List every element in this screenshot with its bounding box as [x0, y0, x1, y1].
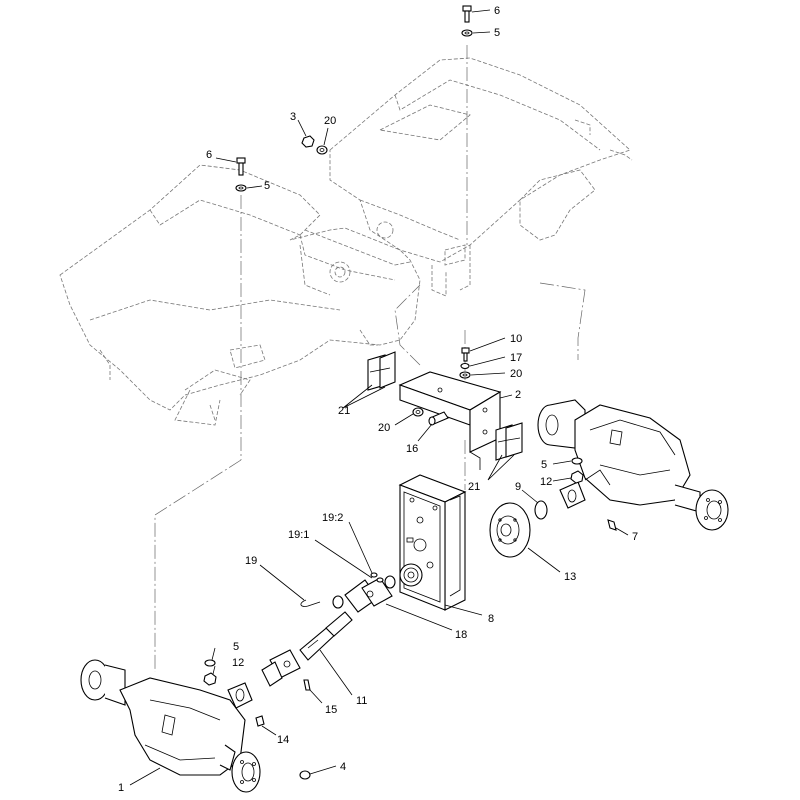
centerlines: [154, 45, 586, 672]
callout-12-right: 12: [540, 476, 552, 488]
bearing-caps-19-1-19-2: [370, 572, 384, 583]
washer-20-mid: [412, 407, 424, 417]
callout-20-mid: 20: [378, 422, 390, 434]
washer-5-bottom: [204, 659, 216, 667]
washer-5-top: [461, 29, 473, 37]
bolt-10: [461, 347, 470, 362]
leader-lines: [129, 9, 629, 786]
nut-3: [301, 135, 315, 148]
gearbox-8: [398, 474, 467, 611]
pin-7: [607, 519, 617, 531]
callout-19-2: 19:2: [322, 512, 343, 524]
callout-6-top: 6: [494, 5, 500, 17]
ring-9: [534, 500, 548, 520]
ghost-frame-front: [59, 164, 421, 426]
drive-shaft-11: [299, 611, 353, 661]
washer-5-left: [235, 184, 247, 192]
ghost-frame-rear: [329, 57, 633, 297]
bolt-15: [303, 679, 311, 691]
u-joint-front: [261, 649, 301, 687]
callout-7: 7: [632, 531, 638, 543]
callout-6-left: 6: [206, 149, 212, 161]
retaining-clip-19: [300, 599, 321, 607]
spacer-plate-21-right: [495, 422, 523, 461]
washer-5-right: [571, 457, 583, 465]
callout-19-1: 19:1: [288, 529, 309, 541]
callout-10: 10: [510, 333, 522, 345]
callout-1: 1: [118, 782, 124, 794]
u-joint-18: [332, 575, 396, 613]
washer-20-right: [459, 371, 471, 379]
callout-13: 13: [564, 571, 576, 583]
callout-5-left: 5: [264, 180, 270, 192]
plug-4: [299, 770, 311, 780]
washer-20-top: [316, 145, 328, 155]
callout-3: 3: [290, 111, 296, 123]
brake-disc-13: [489, 502, 531, 558]
rear-axle-assembly: [537, 399, 729, 531]
callout-19: 19: [245, 555, 257, 567]
bolt-6-top: [462, 5, 472, 23]
callout-2: 2: [515, 389, 521, 401]
nut-12-right: [570, 470, 584, 484]
callout-5-bottom: 5: [233, 641, 239, 653]
callout-labels: 6 5 3 20 6 5 10 17 20 2 21 20 16 5 12 21…: [118, 5, 638, 794]
callout-21-right: 21: [468, 481, 480, 493]
pin-14: [255, 715, 265, 727]
callout-17: 17: [510, 352, 522, 364]
callout-20-top: 20: [324, 115, 336, 127]
callout-8: 8: [488, 613, 494, 625]
callout-12-bottom: 12: [232, 657, 244, 669]
bolt-6-left: [236, 157, 246, 176]
callout-5-top: 5: [494, 27, 500, 39]
callout-9: 9: [515, 481, 521, 493]
nut-12-bottom: [203, 672, 217, 686]
spacer-plate-21-left: [367, 351, 396, 391]
bolt-16: [428, 411, 449, 426]
callout-15: 15: [325, 704, 337, 716]
callout-4: 4: [340, 761, 346, 773]
callout-21-left: 21: [338, 405, 350, 417]
callout-16: 16: [406, 443, 418, 455]
callout-20-right: 20: [510, 368, 522, 380]
callout-18: 18: [455, 629, 467, 641]
callout-14: 14: [277, 734, 289, 746]
callout-5-right: 5: [541, 459, 547, 471]
mounting-bracket-2: [398, 371, 502, 470]
lockwasher-17: [460, 362, 470, 370]
callout-11: 11: [356, 695, 367, 707]
front-axle-assembly-1: [80, 659, 261, 793]
